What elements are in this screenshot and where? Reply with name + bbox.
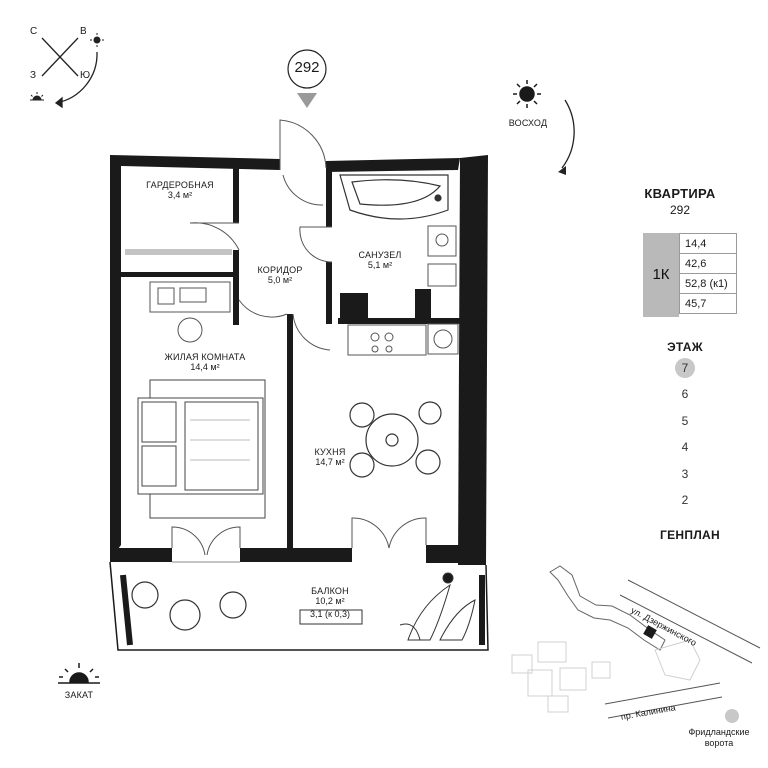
- bathtub-icon: [339, 174, 449, 220]
- closet-hatching: [125, 249, 232, 255]
- room-name: КУХНЯ: [314, 447, 346, 457]
- sunset-small-icon: [30, 92, 44, 101]
- sunset-icon: [58, 663, 100, 684]
- floor-6[interactable]: 6: [681, 387, 689, 401]
- floor-2[interactable]: 2: [681, 493, 689, 507]
- bathroom-fixtures: [427, 225, 459, 355]
- kitchen-counter: [347, 324, 427, 356]
- stat-area-no-balcony: 45,7: [679, 293, 737, 314]
- room-name: ГАРДЕРОБНАЯ: [146, 180, 214, 190]
- entrance-arrow-icon: [297, 93, 317, 108]
- stat-total-area: 42,6: [679, 253, 737, 274]
- walls: [110, 155, 488, 565]
- compass-south: Ю: [80, 70, 91, 81]
- sunrise-arrow-icon: [558, 166, 566, 175]
- sunrise-icon: [513, 80, 541, 108]
- entrance-marker[interactable]: [287, 49, 327, 108]
- sunrise-arc: [561, 99, 575, 169]
- floor-5[interactable]: 5: [681, 414, 689, 428]
- plant-icon: [399, 572, 476, 641]
- landmark-label: Фридландские ворота: [688, 727, 750, 748]
- balcony-furniture: [131, 581, 247, 631]
- floor-7[interactable]: 7: [675, 358, 695, 378]
- floor-3[interactable]: 3: [681, 467, 689, 481]
- genplan-map[interactable]: [511, 565, 761, 723]
- room-kitchen[interactable]: КУХНЯ 14,7 м²: [295, 447, 365, 467]
- compass-north: С: [30, 26, 38, 37]
- apartment-stats: 1К 14,4 42,6 52,8 (к1) 45,7: [643, 233, 737, 317]
- dining-table-icon: [349, 401, 442, 478]
- room-bathroom[interactable]: САНУЗЕЛ 5,1 м²: [340, 250, 420, 270]
- stat-living-area: 14,4: [679, 233, 737, 254]
- balcony-area-box: [299, 609, 363, 625]
- apartment-type-badge: 1К: [643, 233, 679, 317]
- room-area: 10,2 м²: [315, 596, 345, 606]
- room-balcony[interactable]: БАЛКОН 10,2 м² 3,1 (к 0,3): [290, 586, 370, 619]
- floor-4[interactable]: 4: [681, 440, 689, 454]
- room-coef-area: 3,1 (к 0,3): [310, 609, 350, 619]
- genplan-title: ГЕНПЛАН: [660, 528, 720, 542]
- apartment-number: 292: [669, 203, 691, 217]
- room-area: 14,7 м²: [315, 457, 345, 467]
- compass-east: В: [80, 26, 87, 37]
- room-corridor[interactable]: КОРИДОР 5,0 м²: [240, 265, 320, 285]
- building-marker-icon: [643, 625, 657, 639]
- landmark-marker-icon: [725, 709, 739, 723]
- floors-title: ЭТАЖ: [667, 340, 703, 354]
- sun-small-icon: [90, 33, 104, 47]
- room-wardrobe[interactable]: ГАРДЕРОБНАЯ 3,4 м²: [130, 180, 230, 200]
- entrance-number[interactable]: 292: [294, 59, 320, 76]
- room-area: 5,1 м²: [367, 260, 393, 270]
- sunrise-label: ВОСХОД: [508, 118, 548, 128]
- room-name: КОРИДОР: [257, 265, 303, 275]
- apartment-title: КВАРТИРА: [644, 186, 716, 201]
- balcony-outline: [109, 561, 489, 651]
- room-area: 5,0 м²: [267, 275, 293, 285]
- room-name: ЖИЛАЯ КОМНАТА: [164, 352, 246, 362]
- room-name: БАЛКОН: [311, 586, 349, 596]
- stat-total-coef: 52,8 (к1): [679, 273, 737, 294]
- room-area: 14,4 м²: [190, 362, 220, 372]
- sunset-label: ЗАКАТ: [64, 690, 94, 700]
- doors: [171, 119, 427, 563]
- room-area: 3,4 м²: [167, 190, 193, 200]
- room-living[interactable]: ЖИЛАЯ КОМНАТА 14,4 м²: [150, 352, 260, 372]
- bed-icon: [137, 379, 266, 519]
- desk-icon: [149, 281, 231, 343]
- compass-icon: [41, 37, 98, 109]
- compass-west: З: [30, 70, 37, 81]
- room-name: САНУЗЕЛ: [358, 250, 402, 260]
